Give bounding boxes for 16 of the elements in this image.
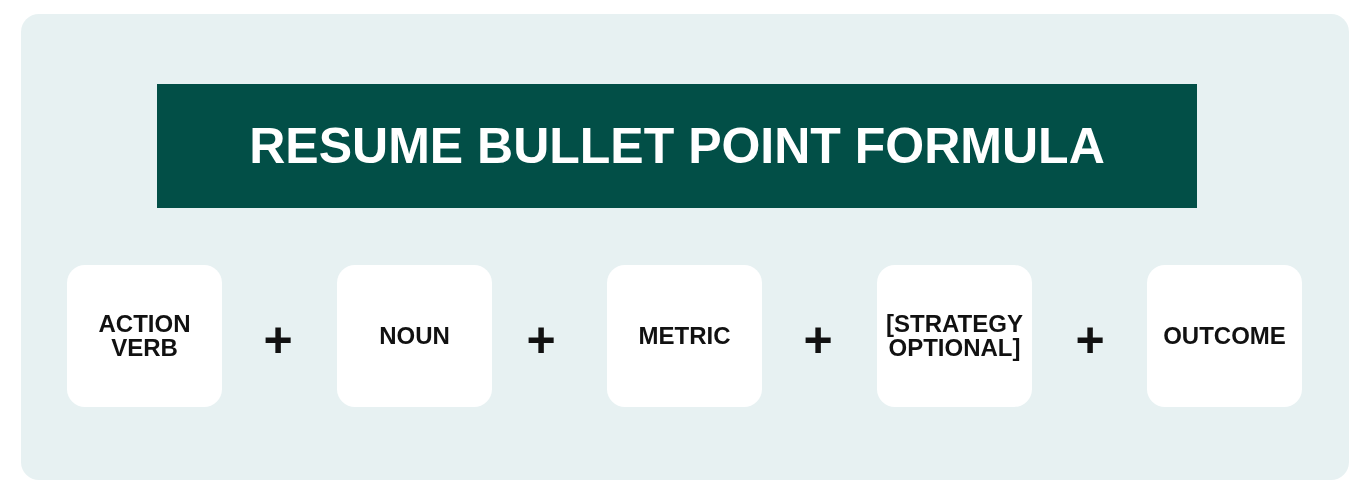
plus-sign: + [803, 315, 833, 365]
plus-sign: + [263, 315, 293, 365]
formula-term-card [607, 265, 762, 407]
panel-background [21, 14, 1349, 480]
formula-term-card [67, 265, 222, 407]
formula-term-card [337, 265, 492, 407]
plus-sign: + [1075, 315, 1105, 365]
term-label: OUTCOME [1163, 323, 1286, 349]
title-text: RESUME BULLET POINT FORMULA [249, 118, 1105, 174]
formula-term-card [1147, 265, 1302, 407]
term-label: METRIC [638, 323, 731, 349]
plus-sign: + [526, 315, 556, 365]
term-label: NOUN [379, 323, 450, 349]
term-label: [STRATEGY OPTIONAL] [885, 311, 1024, 361]
formula-term-card [877, 265, 1032, 407]
term-label: ACTION VERB [97, 311, 192, 361]
